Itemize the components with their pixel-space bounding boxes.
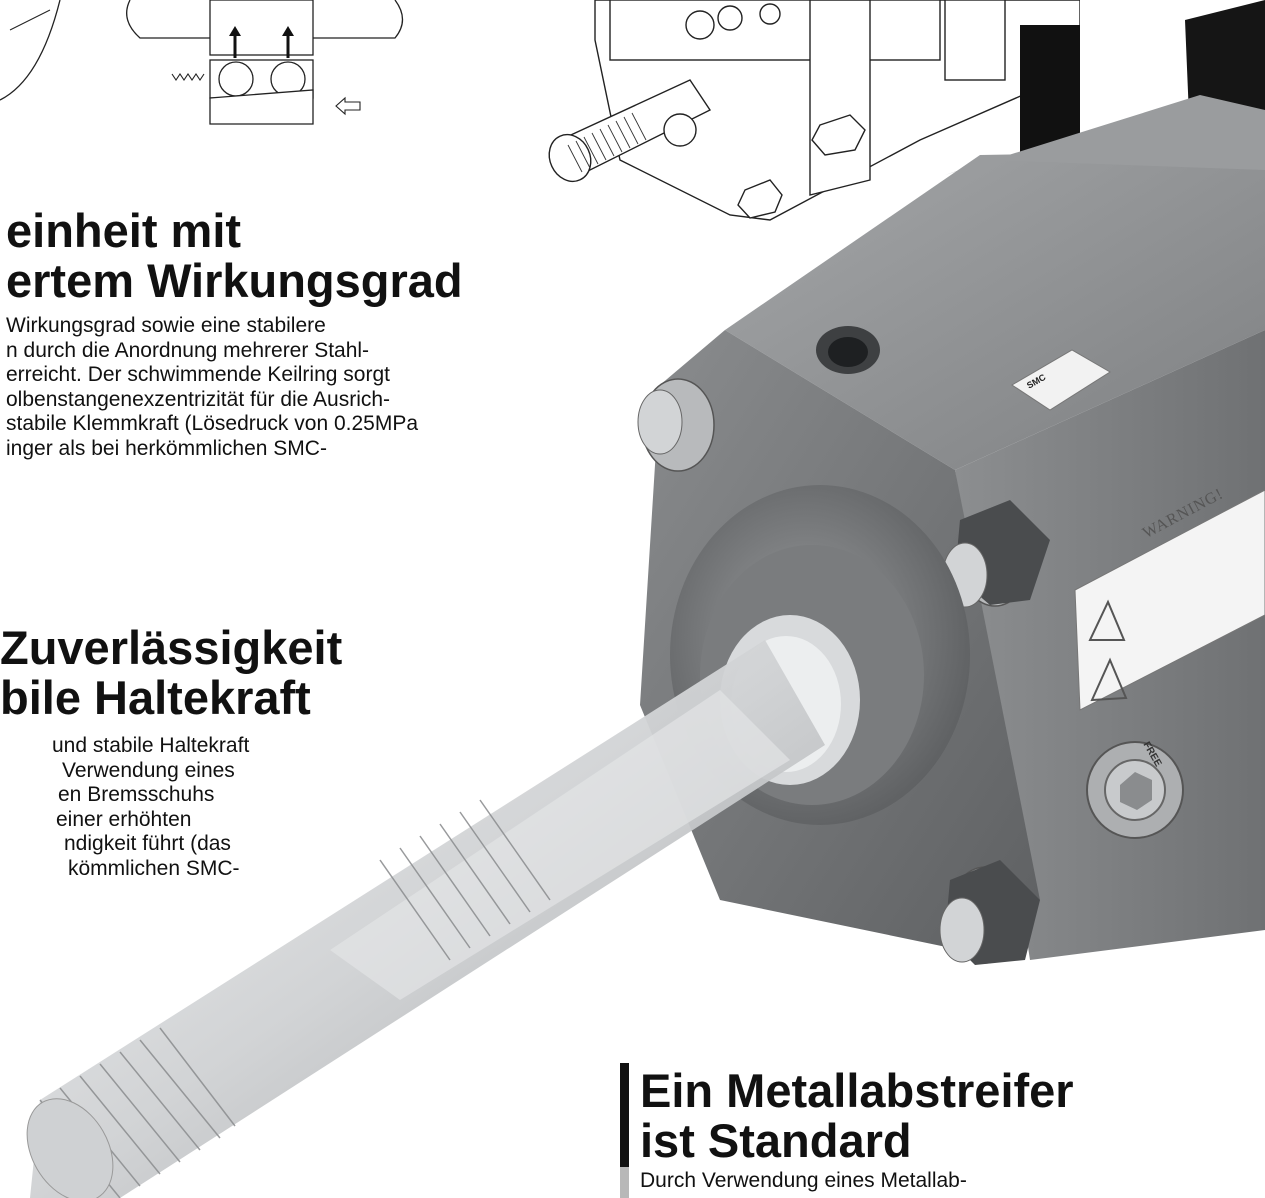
brake-principle-diagram <box>0 0 404 125</box>
section2-body: und stabile Haltekraft Verwendung eines … <box>52 734 250 880</box>
section3-heading: Ein Metallabstreifer ist Standard <box>640 1064 1074 1167</box>
section3-body: Durch Verwendung eines Metallab- <box>640 1169 967 1192</box>
section2-heading: Zuverlässigkeit bile Haltekraft <box>0 621 343 724</box>
section1-body: Wirkungsgrad sowie eine stabilere n durc… <box>6 314 419 460</box>
section3-accent-bar-lower <box>620 1167 629 1198</box>
section3-accent-bar <box>620 1063 629 1167</box>
internal-mechanism-line-drawing <box>548 0 1080 225</box>
section1-heading: einheit mit ertem Wirkungsgrad <box>6 204 463 307</box>
